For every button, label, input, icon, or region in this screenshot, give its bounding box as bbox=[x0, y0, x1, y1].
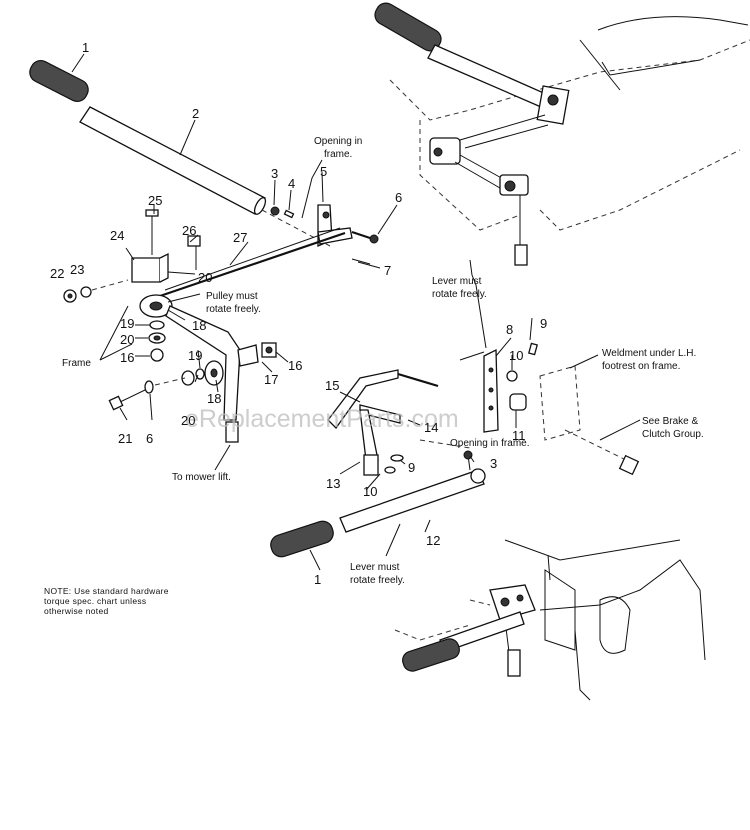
part-label: 6 bbox=[395, 190, 402, 205]
hardware-note: NOTE: Use standard hardware torque spec.… bbox=[44, 586, 169, 616]
leader-lines bbox=[71, 53, 641, 571]
part-label: 11 bbox=[512, 428, 526, 443]
part-label: 24 bbox=[110, 228, 124, 243]
callout-lever-bottom-line1: Lever must bbox=[350, 562, 400, 573]
part-label: 9 bbox=[540, 316, 547, 331]
part-label: 21 bbox=[118, 431, 132, 446]
callout-brake-line1: See Brake & bbox=[642, 416, 698, 427]
part-label: 17 bbox=[264, 372, 278, 387]
callout-mower-lift: To mower lift. bbox=[172, 472, 231, 483]
part-label: 10 bbox=[509, 348, 523, 363]
exploded-view-main bbox=[29, 59, 379, 443]
part-label: 4 bbox=[288, 176, 295, 191]
callout-lever-bottom-line2: rotate freely. bbox=[350, 575, 405, 586]
callout-brake-line2: Clutch Group. bbox=[642, 429, 704, 440]
part-label: 23 bbox=[70, 262, 84, 277]
part-label: 22 bbox=[50, 266, 64, 281]
part-label: 6 bbox=[146, 431, 153, 446]
part-label: 10 bbox=[363, 484, 377, 499]
part-label: 20 bbox=[181, 413, 195, 428]
callout-opening-frame-top-line2: frame. bbox=[324, 149, 352, 160]
part-label: 18 bbox=[207, 391, 221, 406]
part-label: 9 bbox=[408, 460, 415, 475]
assembly-view-bottom bbox=[394, 539, 706, 701]
callout-pulley-line2: rotate freely. bbox=[206, 304, 261, 315]
part-label: 19 bbox=[120, 316, 134, 331]
part-label: 3 bbox=[271, 166, 278, 181]
note-line-3: otherwise noted bbox=[44, 606, 109, 616]
part-label: 27 bbox=[233, 230, 247, 245]
part-label: 1 bbox=[314, 572, 321, 587]
part-label: 18 bbox=[192, 318, 206, 333]
callout-opening-frame-bottom: Opening in frame. bbox=[450, 438, 530, 449]
assembly-view-top bbox=[374, 2, 750, 266]
part-label: 14 bbox=[424, 420, 438, 435]
callout-weldment-line1: Weldment under L.H. bbox=[602, 348, 696, 359]
callout-opening-frame-top-line1: Opening in bbox=[314, 136, 362, 147]
part-label: 13 bbox=[326, 476, 340, 491]
part-label: 26 bbox=[182, 223, 196, 238]
part-label: 8 bbox=[506, 322, 513, 337]
note-line-2: torque spec. chart unless bbox=[44, 596, 146, 606]
exploded-view-lower bbox=[270, 342, 640, 558]
handle-tube-2 bbox=[79, 106, 266, 215]
watermark-text: eReplacementParts.com bbox=[185, 405, 459, 433]
part-label: 19 bbox=[188, 348, 202, 363]
part-label: 2 bbox=[192, 106, 199, 121]
part-label: 12 bbox=[426, 533, 440, 548]
callout-weldment-line2: footrest on frame. bbox=[602, 361, 680, 372]
part-label: 20 bbox=[120, 332, 134, 347]
part-label: 16 bbox=[120, 350, 134, 365]
callout-pulley-line1: Pulley must bbox=[206, 291, 258, 302]
part-label: 5 bbox=[320, 164, 327, 179]
note-line-1: NOTE: Use standard hardware bbox=[44, 586, 169, 596]
part-label: 3 bbox=[490, 456, 497, 471]
part-label: 7 bbox=[384, 263, 391, 278]
handle-grip-1-lower bbox=[270, 520, 334, 558]
handle-grip-1 bbox=[29, 59, 89, 103]
part-label: 1 bbox=[82, 40, 89, 55]
part-label: 20 bbox=[198, 270, 212, 285]
part-label: 15 bbox=[325, 378, 339, 393]
callout-lever-top-line2: rotate freely. bbox=[432, 289, 487, 300]
part-label: 25 bbox=[148, 193, 162, 208]
callouts: Opening in frame. Pulley must rotate fre… bbox=[62, 136, 704, 586]
callout-frame: Frame bbox=[62, 358, 91, 369]
part-number-labels: 1 2 3 4 5 6 7 24 25 26 27 22 23 20 18 19… bbox=[50, 40, 547, 587]
part-label: 16 bbox=[288, 358, 302, 373]
callout-lever-top-line1: Lever must bbox=[432, 276, 482, 287]
